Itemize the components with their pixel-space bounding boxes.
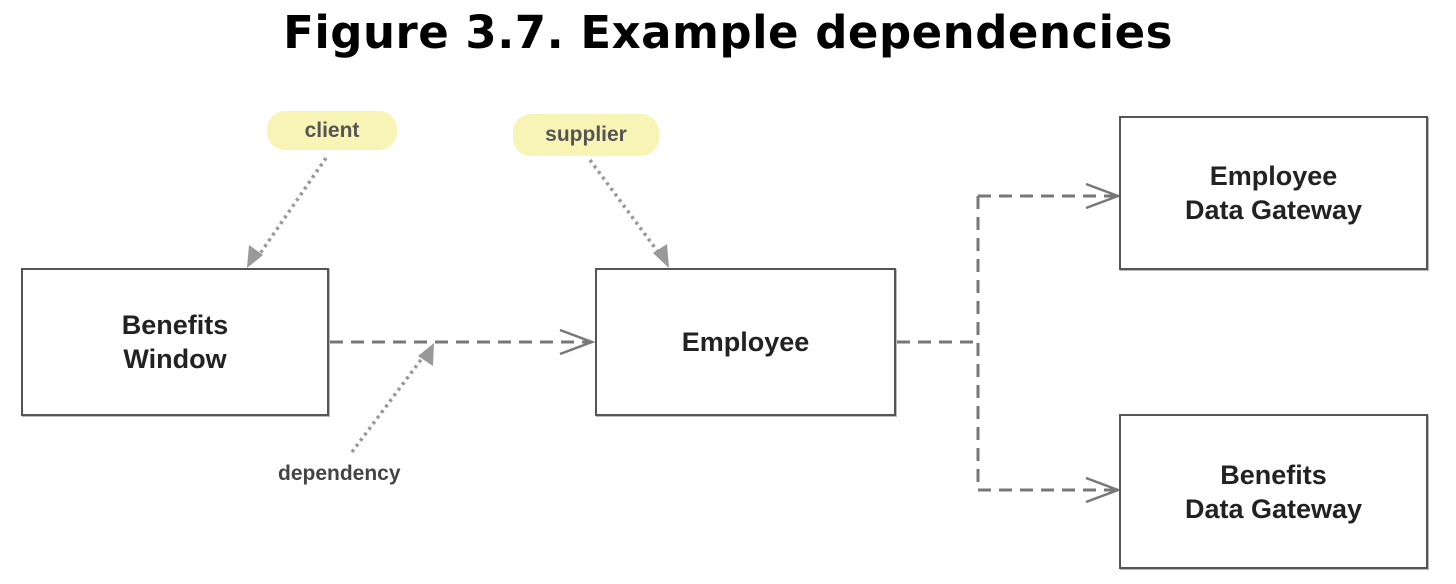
- benefits-window-class: Benefits Window: [21, 268, 329, 416]
- pointer-arrowhead-supplier: [653, 244, 669, 268]
- employee-data-gateway-class: Employee Data Gateway: [1119, 116, 1428, 270]
- benefits-window-line2: Window: [123, 344, 227, 374]
- supplier-note: supplier: [513, 114, 659, 156]
- employee-data-gateway-line1: Employee: [1209, 161, 1338, 191]
- dependency-label: dependency: [278, 462, 401, 485]
- benefits-window-line1: Benefits: [121, 310, 229, 340]
- pointer-arrowhead-client: [247, 245, 263, 268]
- pointer-line-dependency: [350, 351, 428, 454]
- employee-class: Employee: [595, 268, 896, 416]
- benefits-data-gateway-line2: Data Gateway: [1184, 493, 1363, 524]
- open-arrowhead-employee: [559, 328, 596, 356]
- client-note: client: [267, 111, 397, 150]
- employee-line1: Employee: [681, 327, 810, 357]
- benefits-data-gateway-line1: Benefits: [1220, 459, 1327, 490]
- client-note-label: client: [304, 118, 360, 142]
- pointer-line-client: [255, 157, 328, 259]
- figure-title: Figure 3.7. Example dependencies: [283, 6, 1173, 59]
- open-arrowhead-employee-gateway: [1085, 182, 1122, 210]
- pointer-line-supplier: [588, 158, 663, 258]
- benefits-data-gateway-class: Benefits Data Gateway: [1119, 414, 1428, 569]
- open-arrowhead-benefits-gateway: [1085, 476, 1122, 504]
- employee-data-gateway-line2: Data Gateway: [1184, 195, 1363, 225]
- supplier-note-label: supplier: [545, 123, 627, 146]
- pointer-arrowhead-dependency: [418, 343, 434, 366]
